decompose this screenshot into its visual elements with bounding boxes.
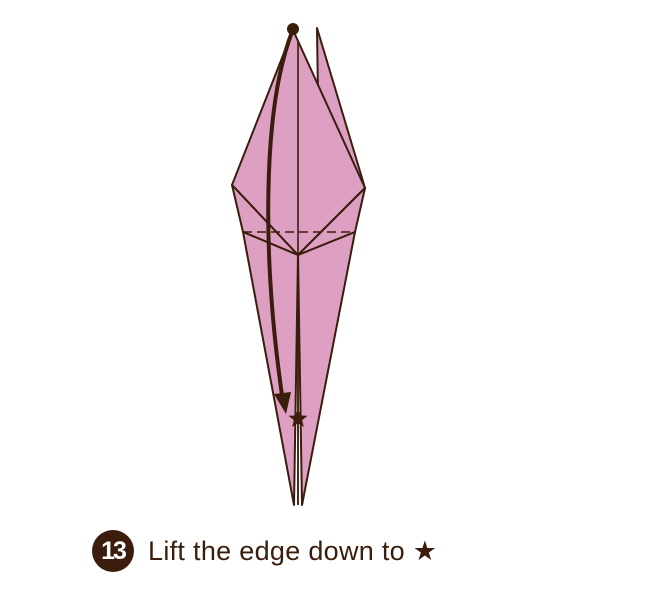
arrow-head — [274, 392, 291, 414]
step-instruction: Lift the edge down to ★ — [148, 535, 438, 566]
left-diagonal — [231, 184, 299, 256]
curved-arrow-icon — [266, 30, 294, 404]
step-caption: 13 Lift the edge down to ★ — [92, 529, 437, 573]
right-diagonal — [297, 187, 366, 256]
lower-right-leg — [297, 231, 356, 506]
star-icon — [288, 409, 308, 427]
step-number-badge: 13 — [92, 530, 134, 572]
step-number: 13 — [101, 536, 127, 565]
